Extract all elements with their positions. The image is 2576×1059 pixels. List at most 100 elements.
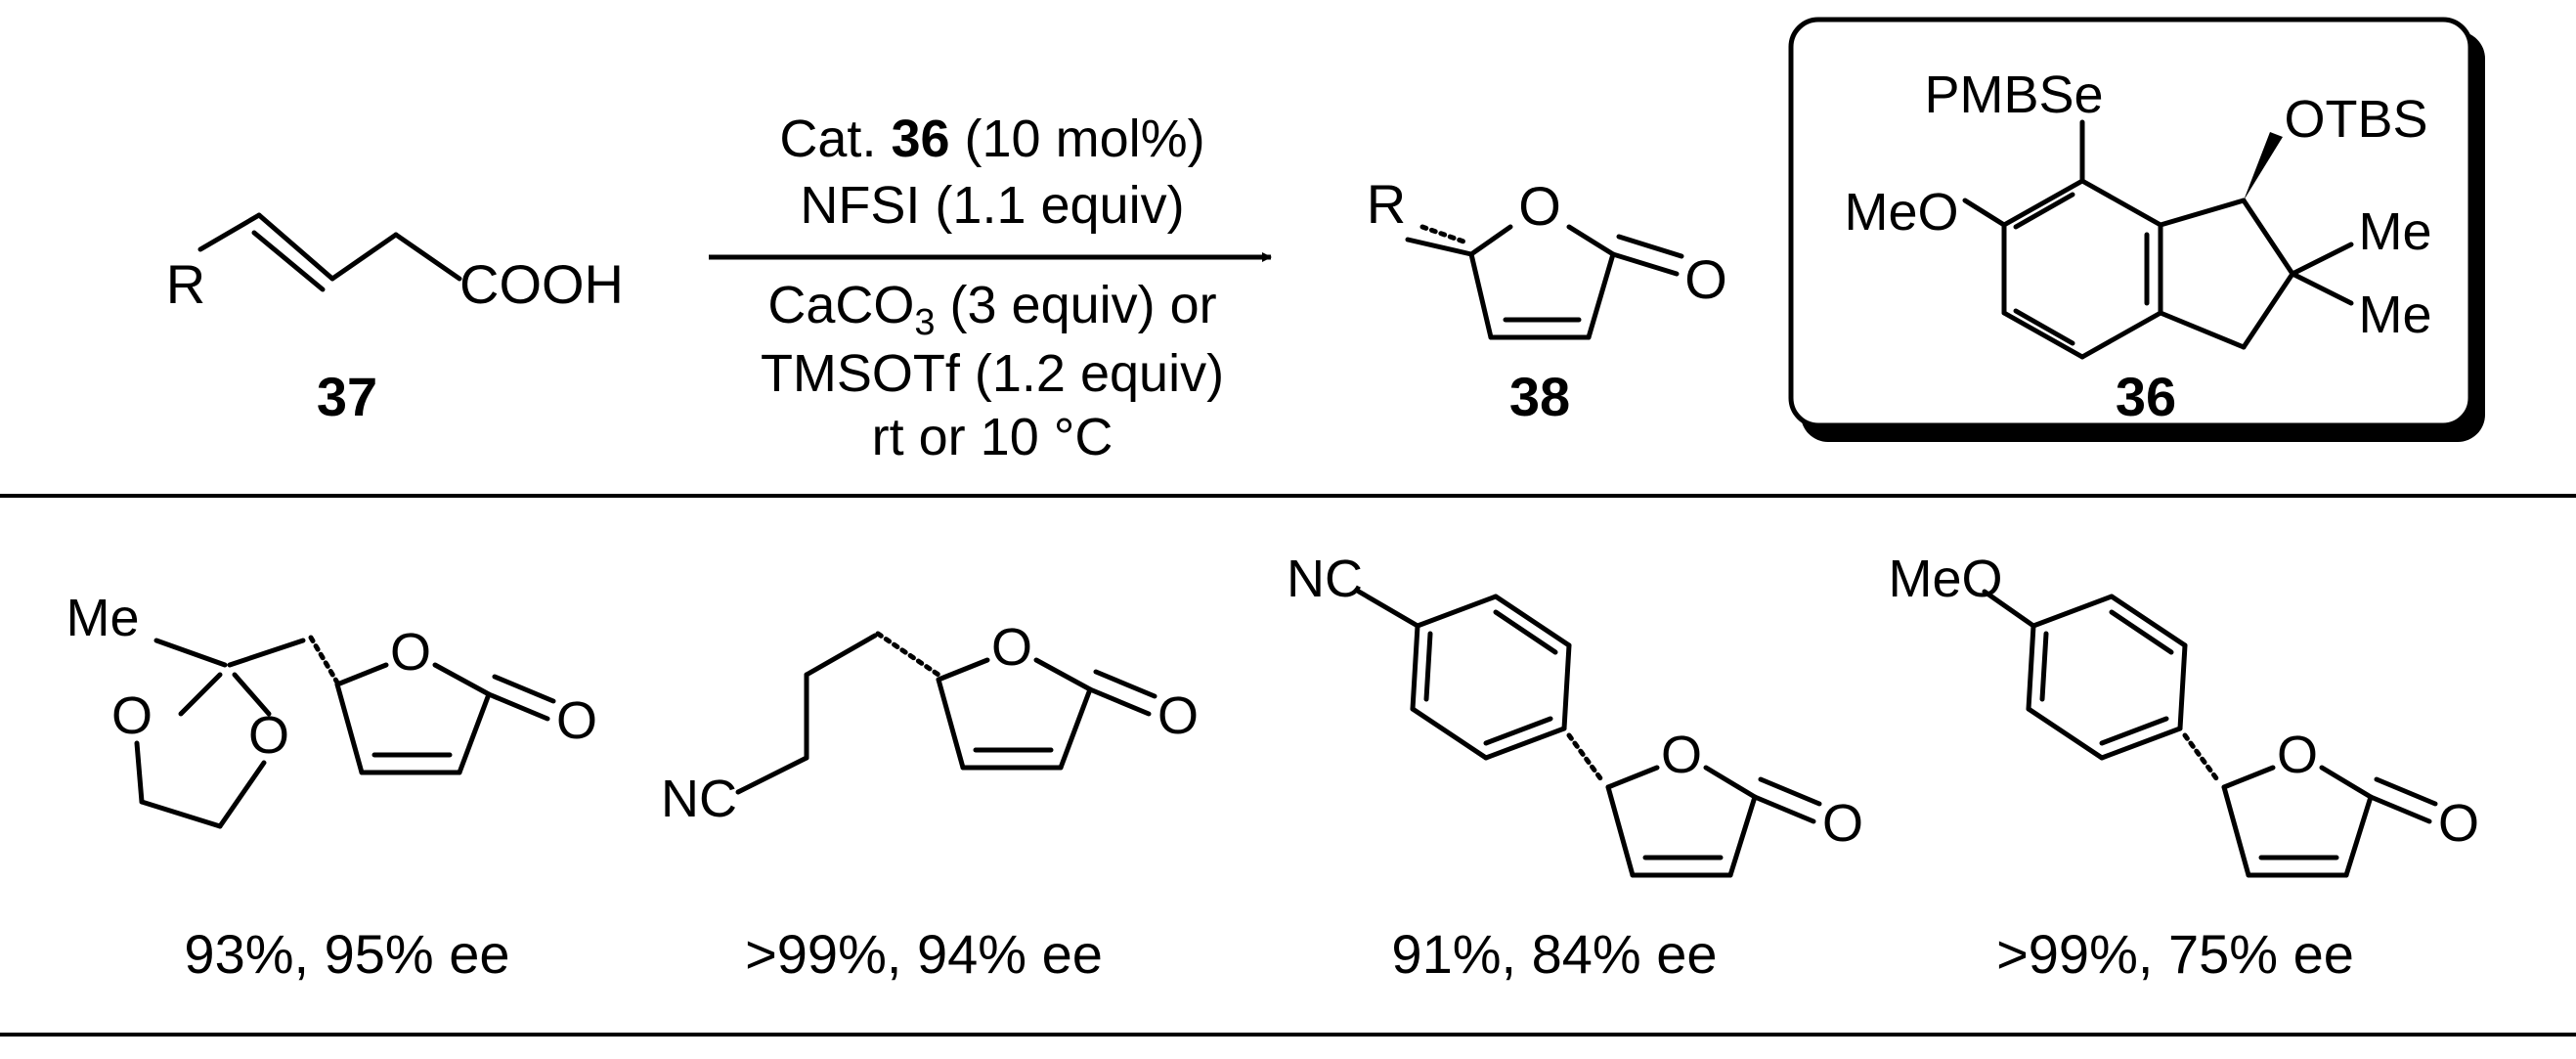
example-3-carbonyl-oxygen: O (1822, 794, 1863, 853)
reactant-cooh-group: COOH (459, 253, 624, 315)
bond (2099, 716, 2169, 746)
bond (139, 799, 223, 829)
example-1-result: 93%, 95% ee (184, 923, 509, 985)
bond (1982, 589, 2036, 629)
bond (2001, 178, 2085, 228)
bond (492, 674, 556, 704)
example-4-methoxy: MeO (1888, 550, 2002, 608)
bond (251, 230, 326, 292)
reactant-37 (197, 212, 462, 292)
bond (329, 232, 399, 282)
bond (2290, 242, 2354, 277)
reactant-compound-number: 37 (317, 366, 377, 427)
bond (2079, 310, 2163, 360)
example-2-carbonyl-oxygen: O (1157, 686, 1199, 745)
bond (197, 212, 262, 252)
example-3-structure (1356, 589, 1822, 878)
catalyst-methyl-1: Me (2358, 202, 2431, 261)
bond (2026, 706, 2105, 761)
bond (1415, 594, 1499, 629)
example-2-result: >99%, 94% ee (745, 923, 1103, 985)
bond (1616, 234, 1684, 259)
example-1-oxygen-b: O (248, 706, 289, 765)
product-ring-oxygen: O (1518, 175, 1561, 237)
bond (1752, 794, 1816, 824)
bond (2109, 594, 2188, 648)
example-2-structure (735, 631, 1157, 795)
bond (1058, 686, 1093, 771)
bond (1605, 765, 1660, 790)
bond (393, 232, 462, 282)
product-r-atom: R (1367, 173, 1406, 235)
reactant-r-atom: R (166, 253, 205, 315)
bond (2013, 308, 2075, 346)
bond (1093, 669, 1157, 699)
catalyst-compound-number: 36 (2116, 366, 2176, 427)
bond (875, 631, 941, 678)
example-3-result: 91%, 84% ee (1391, 923, 1717, 985)
bond (1033, 657, 1093, 692)
bond (178, 672, 223, 717)
bond (804, 633, 878, 678)
bond (217, 760, 267, 829)
bond (2030, 594, 2115, 629)
bond (308, 635, 340, 685)
bond (2221, 765, 2276, 790)
product-38-structure (1405, 224, 1684, 340)
bond (2368, 794, 2432, 824)
bond (1586, 251, 1616, 340)
example-1-carbonyl-oxygen: O (556, 691, 597, 750)
bond (2221, 784, 2251, 878)
bond (2039, 631, 2049, 702)
bond (1566, 732, 1606, 785)
bond (486, 691, 550, 722)
bond (2343, 794, 2374, 878)
bond (432, 662, 492, 697)
bond (1962, 198, 2007, 228)
bond (2026, 623, 2036, 712)
bond (2079, 178, 2163, 228)
bond (2001, 310, 2085, 360)
example-1-structure (134, 635, 556, 829)
bond (1566, 224, 1616, 257)
catalyst-36-structure (1962, 119, 2354, 360)
example-4-structure (1982, 589, 2438, 878)
bond (2182, 732, 2222, 785)
bond (1605, 784, 1636, 878)
bond (1468, 224, 1513, 257)
condition-catalyst: Cat. 36 (10 mol%) (779, 110, 1204, 168)
bond (936, 677, 966, 771)
bond (1419, 224, 1469, 245)
bond (2319, 765, 2374, 800)
bond (1727, 794, 1758, 878)
bond (1423, 631, 1433, 702)
bond (256, 212, 335, 282)
bond (457, 691, 492, 775)
condition-caco3: CaCO3 (3 equiv) or (767, 276, 1216, 343)
bond (2013, 192, 2075, 230)
catalyst-meo-group: MeO (1844, 183, 1958, 242)
bond (134, 740, 145, 805)
bond (2241, 271, 2295, 350)
bond (232, 672, 272, 717)
bond (1483, 716, 1553, 746)
bond (1610, 251, 1680, 277)
bond (2241, 198, 2295, 277)
catalyst-otbs-group: OTBS (2284, 90, 2427, 149)
bond (2099, 726, 2183, 761)
bond (1561, 642, 1572, 731)
bond (1758, 776, 1822, 807)
wedge-bond (2244, 132, 2283, 200)
bond (1405, 237, 1474, 257)
example-3-ring-oxygen: O (1661, 726, 1702, 784)
bond (1410, 623, 1420, 712)
bond (1493, 609, 1558, 655)
bond (2374, 776, 2438, 807)
example-1-methyl: Me (65, 589, 139, 647)
bond (334, 682, 365, 775)
bond (2158, 310, 2247, 350)
bond (2177, 642, 2188, 731)
condition-tmsotf: TMSOTf (1.2 equiv) (761, 344, 1224, 403)
bond (1087, 686, 1152, 717)
